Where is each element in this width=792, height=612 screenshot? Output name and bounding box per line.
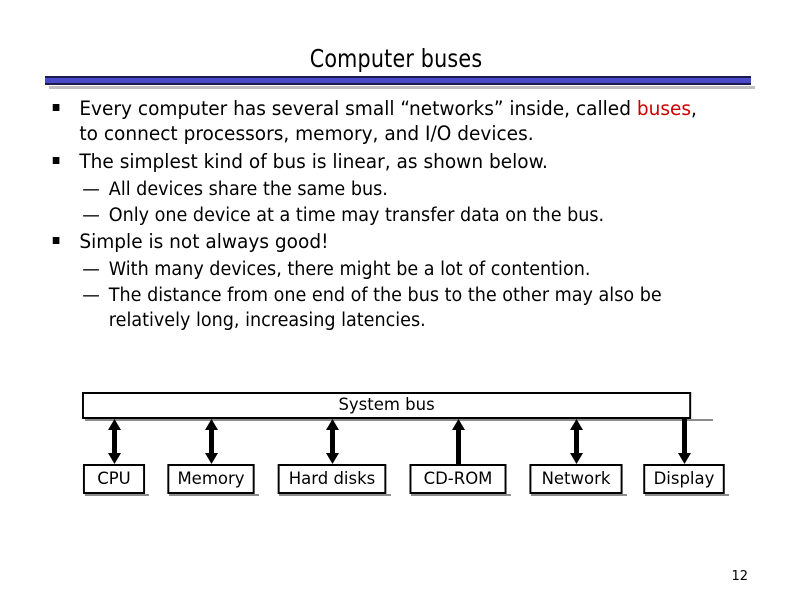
device-box: Network: [529, 464, 623, 494]
bus-diagram: System bus CPU Memory Hard disks CD-ROM Netw…: [82, 392, 729, 504]
device-box-shadow: [411, 494, 511, 496]
bus-connector-arrow-down: [676, 419, 693, 464]
bullet-item: The simplest kind of bus is linear, as s…: [48, 149, 713, 174]
text-run: The simplest kind of bus is linear, as s…: [79, 150, 548, 173]
dash-bullet-icon: —: [82, 205, 100, 226]
text-run: Every computer has several small “networ…: [79, 97, 637, 120]
dash-bullet-icon: —: [82, 285, 100, 306]
text-run: , to connect processors, memory, and I/O…: [79, 97, 697, 145]
bullet-item: — The distance from one end of the bus to…: [48, 283, 713, 333]
system-bus-box: System bus: [82, 392, 692, 419]
system-bus-box-shadow: [85, 419, 713, 421]
bullet-text: With many devices, there might be a lot …: [109, 259, 591, 280]
square-bullet-icon: [52, 237, 60, 244]
bullet-item: Every computer has several small “networ…: [48, 96, 713, 146]
dash-bullet-icon: —: [82, 259, 100, 280]
text-run: Only one device at a time may transfer d…: [108, 205, 605, 226]
page-title: Computer buses: [309, 44, 483, 73]
bullet-text: The distance from one end of the bus to …: [109, 285, 662, 331]
bullet-text: Only one device at a time may transfer d…: [109, 205, 604, 226]
bullet-list: Every computer has several small “networ…: [48, 96, 748, 334]
bus-connector-arrow-both: [568, 419, 585, 464]
device-box-shadow: [279, 494, 391, 496]
square-bullet-icon: [52, 104, 60, 111]
title-divider-bar: [45, 76, 751, 85]
bullet-item: — With many devices, there might be a lot…: [48, 257, 713, 282]
text-run: Simple is not always good!: [79, 230, 329, 253]
text-run: With many devices, there might be a lot …: [108, 259, 591, 280]
bus-connector-arrow-both: [324, 419, 341, 464]
device-box: CD-ROM: [409, 464, 507, 494]
title-divider-shadow: [49, 86, 755, 89]
device-box-shadow: [169, 494, 259, 496]
bullet-text: The simplest kind of bus is linear, as s…: [79, 150, 548, 173]
device-label: Display: [653, 469, 715, 489]
bullet-text: Simple is not always good!: [79, 230, 328, 253]
dash-bullet-icon: —: [82, 179, 100, 200]
device-label: Memory: [177, 469, 245, 489]
square-bullet-icon: [52, 157, 60, 164]
bullet-item: — All devices share the same bus.: [48, 177, 713, 202]
device-label: Hard disks: [288, 469, 376, 489]
bullet-item: — Only one device at a time may transfer …: [48, 203, 713, 228]
bullet-item: Simple is not always good!: [48, 229, 713, 254]
device-box: Display: [643, 464, 725, 494]
device-label: CD-ROM: [423, 469, 493, 489]
text-run: All devices share the same bus.: [108, 179, 388, 200]
device-box-shadow: [531, 494, 627, 496]
device-box: Hard disks: [277, 464, 387, 494]
bullet-text: Every computer has several small “networ…: [79, 97, 697, 145]
bus-connector-arrow-up: [450, 419, 467, 464]
highlighted-term: buses: [636, 97, 692, 120]
device-box: CPU: [82, 464, 146, 494]
device-box: Memory: [167, 464, 255, 494]
text-run: The distance from one end of the bus to …: [108, 285, 662, 331]
page-number: 12: [731, 569, 748, 584]
device-label: CPU: [97, 469, 131, 489]
device-label: Network: [541, 469, 611, 489]
device-box-shadow: [645, 494, 729, 496]
device-box-shadow: [85, 494, 149, 496]
bus-connector-arrow-both: [203, 419, 220, 464]
bullet-text: All devices share the same bus.: [109, 179, 388, 200]
bus-connector-arrow-both: [106, 419, 123, 464]
